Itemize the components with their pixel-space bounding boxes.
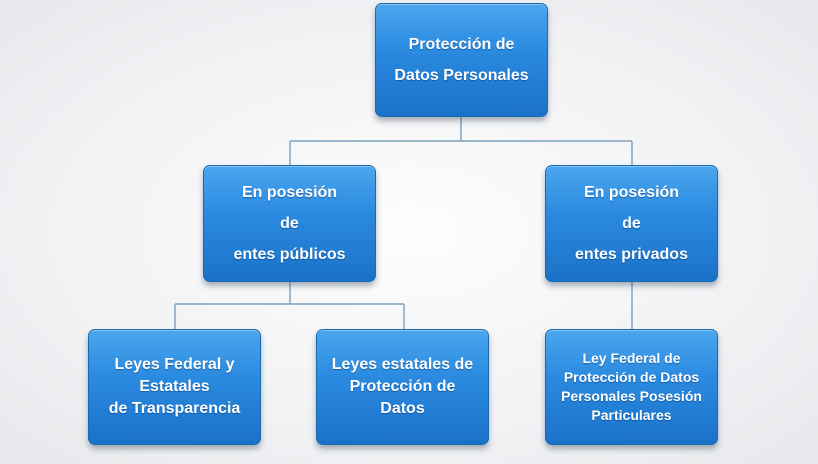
node-entes-publicos: En posesión de entes públicos: [203, 165, 376, 282]
connector-root-to-branches: [289, 117, 633, 165]
node-ley-federal-particulares: Ley Federal de Protección de Datos Perso…: [545, 329, 718, 445]
node-text-line: de: [280, 215, 299, 232]
node-text-line: Ley Federal de: [582, 350, 681, 366]
node-text-line: Protección de: [349, 378, 456, 395]
node-text-line: entes públicos: [233, 246, 346, 263]
node-text-line: de: [622, 215, 641, 232]
node-text-line: Protección de Datos: [563, 369, 700, 385]
node-text-line: Personales Posesión: [561, 388, 702, 404]
node-proteccion-datos-personales: Protección de Datos Personales: [375, 3, 548, 117]
node-text-line: Datos Personales: [394, 67, 529, 84]
connector-public-to-laws: [174, 282, 405, 329]
node-text-line: entes privados: [575, 246, 688, 263]
node-entes-privados: En posesión de entes privados: [545, 165, 718, 282]
node-text-line: de Transparencia: [108, 400, 241, 417]
node-leyes-transparencia: Leyes Federal y Estatales de Transparenc…: [88, 329, 261, 445]
node-text-line: Estatales: [139, 378, 210, 395]
node-leyes-estatales: Leyes estatales de Protección de Datos: [316, 329, 489, 445]
node-text-line: Leyes Federal y: [114, 356, 235, 373]
node-text-line: Leyes estatales de: [331, 356, 474, 373]
node-text-line: Particulares: [591, 407, 672, 423]
node-text-line: En posesión: [241, 184, 338, 201]
node-text-line: Protección de: [408, 36, 515, 53]
node-text-line: En posesión: [583, 184, 680, 201]
node-text-line: Datos: [380, 400, 425, 417]
